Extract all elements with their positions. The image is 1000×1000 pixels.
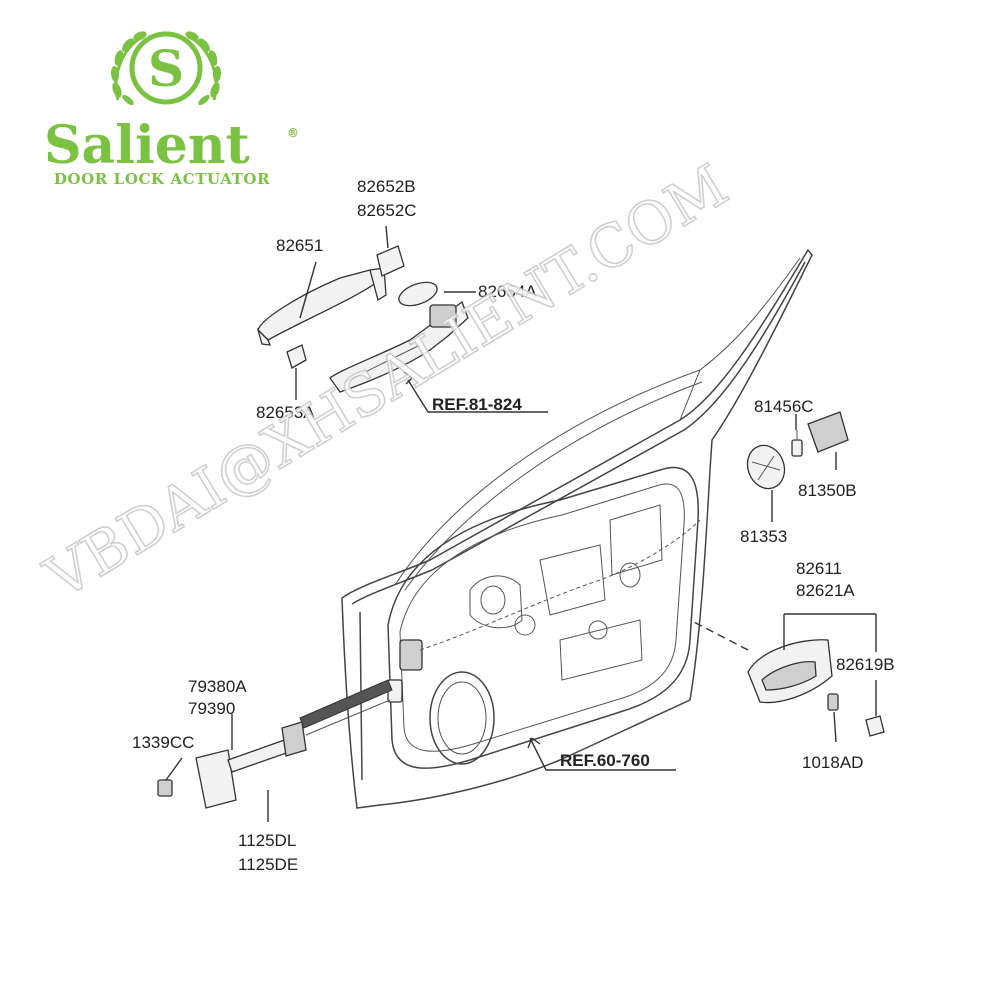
striker-shim — [746, 444, 786, 490]
label-ref-81-824: REF.81-824 — [432, 395, 522, 414]
outer-door-handle — [256, 267, 387, 346]
label-82651: 82651 — [276, 236, 323, 255]
brand-name: Salient — [44, 115, 250, 176]
label-79390: 79390 — [188, 699, 235, 718]
door-check-link — [157, 679, 393, 809]
label-81350b: 81350B — [798, 481, 857, 500]
handle-bracket — [329, 300, 469, 393]
label-82652b: 82652B — [357, 177, 416, 196]
brand-tagline: DOOR LOCK ACTUATOR — [54, 170, 270, 188]
registered-mark: ® — [287, 126, 299, 140]
handle-pad — [286, 344, 307, 369]
door-assembly — [341, 248, 813, 809]
part-labels: 82652B 82652C 82651 82654A 82653A REF.81… — [132, 177, 895, 874]
salient-logo: S Salient ® DOOR LOCK ACTUATOR — [44, 31, 299, 188]
watermark-text: VBDAI@XHSALIENT.COM — [33, 151, 739, 612]
label-1125de: 1125DE — [238, 855, 298, 874]
label-ref-60-760: REF.60-760 — [560, 751, 650, 770]
label-82653a: 82653A — [256, 403, 315, 422]
leader-lines — [165, 225, 877, 822]
key-cylinder-cover — [376, 245, 405, 277]
label-82621a: 82621A — [796, 581, 855, 600]
logo-letter: S — [148, 39, 184, 98]
label-82611: 82611 — [796, 559, 842, 578]
label-82654a: 82654A — [478, 282, 537, 301]
laurel-wreath-icon — [110, 31, 222, 106]
inner-door-handle — [747, 639, 885, 737]
label-1018ad: 1018AD — [802, 753, 863, 772]
label-1125dl: 1125DL — [238, 831, 296, 850]
label-79380a: 79380A — [188, 677, 247, 696]
label-81456c: 81456C — [754, 397, 814, 416]
label-82652c: 82652C — [357, 201, 417, 220]
label-1339cc: 1339CC — [132, 733, 194, 752]
logo-badge-icon — [129, 31, 203, 105]
handle-gasket — [398, 281, 438, 307]
label-81353: 81353 — [740, 527, 787, 546]
label-82619b: 82619B — [836, 655, 895, 674]
door-striker — [791, 411, 849, 457]
